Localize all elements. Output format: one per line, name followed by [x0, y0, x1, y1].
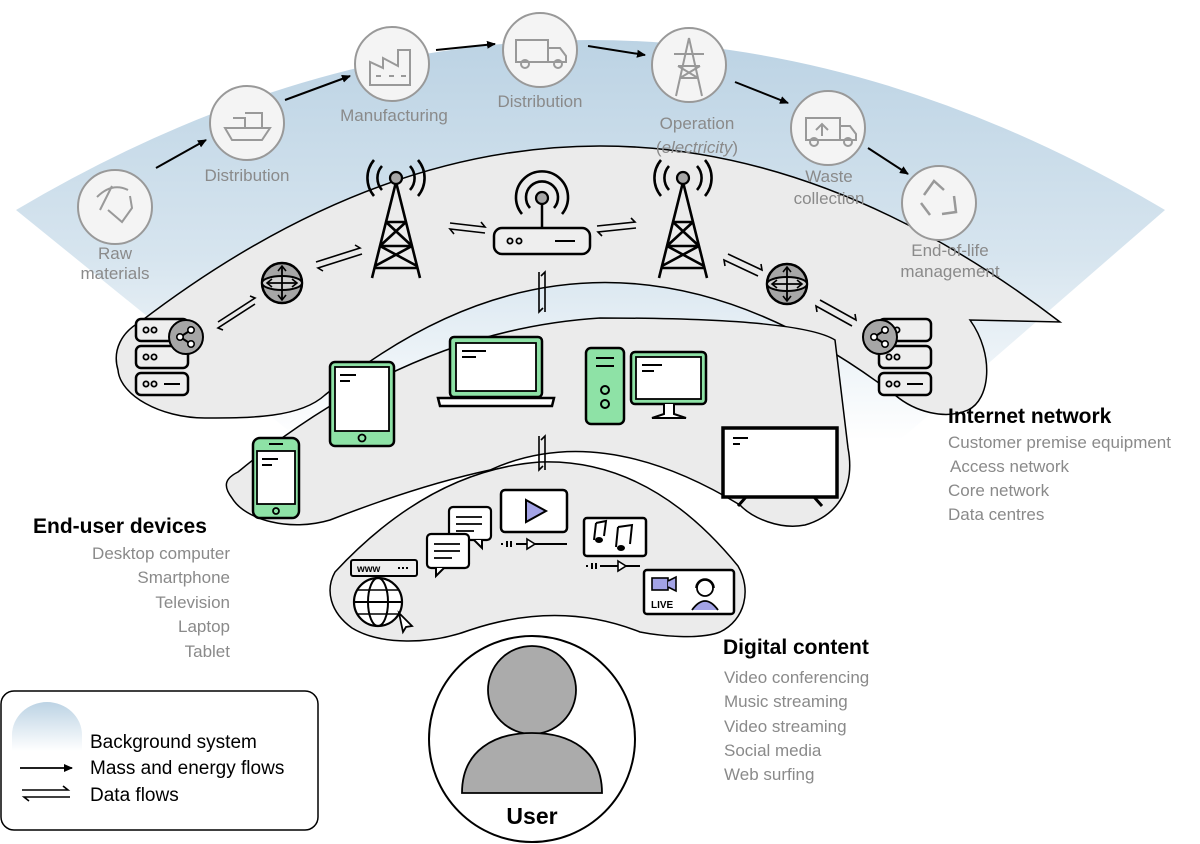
share-icon	[862, 319, 898, 355]
end-user-devices-text: End-user devices Desktop computer Smartp…	[33, 515, 230, 661]
svg-text:collection: collection	[794, 189, 865, 208]
legend-data-flow-arrow	[21, 785, 71, 802]
stage-label-raw-materials: Raw	[98, 244, 133, 263]
cargo-ship-icon	[223, 112, 272, 141]
svg-text:(electricity): (electricity)	[656, 138, 738, 157]
distribution-ship-stage: Distribution	[204, 85, 290, 185]
desktop-computer-icon	[584, 346, 708, 426]
internet-network-item: Core network	[948, 481, 1050, 500]
stage-label-manufacturing: Manufacturing	[340, 106, 448, 125]
live-label: LIVE	[651, 600, 674, 611]
legend: Background system Mass and energy flows …	[0, 690, 319, 831]
digital-content-band	[329, 461, 746, 642]
video-conferencing-icon: LIVE	[642, 568, 736, 616]
tablet-icon	[328, 360, 396, 448]
digital-content-item: Social media	[724, 741, 822, 760]
video-streaming-icon	[499, 488, 569, 551]
internet-network-text: Internet network Customer premise equipm…	[948, 405, 1171, 524]
power-pylon-icon	[674, 37, 704, 97]
core-router-left-icon	[260, 261, 304, 305]
legend-background-label: Background system	[90, 732, 257, 753]
internet-network-heading: Internet network	[948, 405, 1112, 428]
end-user-device-item: Smartphone	[137, 568, 230, 587]
raw-materials-stage: Raw materials	[77, 169, 153, 283]
end-user-device-item: Desktop computer	[92, 544, 230, 563]
stage-label-distribution-2: Distribution	[497, 92, 582, 111]
end-user-device-item: Laptop	[178, 617, 230, 636]
manufacturing-stage: Manufacturing	[340, 26, 448, 125]
legend-background-swatch	[12, 702, 82, 751]
wifi-modem-icon	[492, 170, 592, 256]
data-flow-arrows	[216, 217, 858, 472]
digital-content-item: Web surfing	[724, 765, 814, 784]
end-of-life-stage: End-of-life management	[900, 165, 1000, 281]
digital-content-item: Video conferencing	[724, 668, 869, 687]
digital-content-item: Video streaming	[724, 717, 847, 736]
user-label: User	[506, 803, 557, 829]
recycle-icon	[920, 179, 958, 216]
end-user-devices-heading: End-user devices	[33, 515, 207, 538]
svg-text:management: management	[900, 262, 1000, 281]
legend-data-flow-label: Data flows	[90, 785, 179, 806]
laptop-icon	[436, 335, 556, 408]
truck-icon	[515, 39, 567, 69]
user-figure: User	[428, 635, 636, 843]
pickaxe-icon	[96, 185, 134, 224]
www-label: www	[356, 564, 381, 575]
legend-mass-energy-label: Mass and energy flows	[90, 758, 284, 779]
internet-network-item: Access network	[950, 457, 1070, 476]
factory-icon	[369, 49, 411, 86]
end-user-device-item: Television	[155, 593, 230, 612]
smartphone-icon	[251, 436, 301, 520]
waste-collection-stage: Waste collection	[790, 90, 866, 208]
music-streaming-icon	[582, 516, 648, 573]
stage-label-distribution-1: Distribution	[204, 166, 289, 185]
web-browser-globe-icon: www	[350, 559, 418, 635]
digital-content-heading: Digital content	[723, 636, 869, 659]
stage-label-operation: Operation	[660, 114, 735, 133]
core-router-right-icon	[765, 262, 809, 306]
recycling-truck-icon	[805, 117, 857, 147]
stage-label-waste-collection: Waste	[805, 167, 853, 186]
internet-network-band	[115, 145, 1063, 419]
end-user-device-item: Tablet	[185, 642, 231, 661]
stage-label-end-of-life: End-of-life	[911, 241, 988, 260]
television-icon	[721, 426, 839, 507]
share-icon	[168, 319, 204, 355]
svg-text:materials: materials	[81, 264, 150, 283]
distribution-truck-stage: Distribution	[497, 12, 583, 111]
internet-network-item: Data centres	[948, 505, 1044, 524]
operation-stage: Operation (electricity)	[651, 27, 738, 157]
mass-energy-flow-arrows	[155, 40, 909, 175]
internet-network-item: Customer premise equipment	[948, 433, 1171, 452]
digital-content-text: Digital content Video conferencing Music…	[723, 636, 869, 784]
social-media-chat-icon	[425, 505, 493, 579]
digital-content-item: Music streaming	[724, 692, 848, 711]
